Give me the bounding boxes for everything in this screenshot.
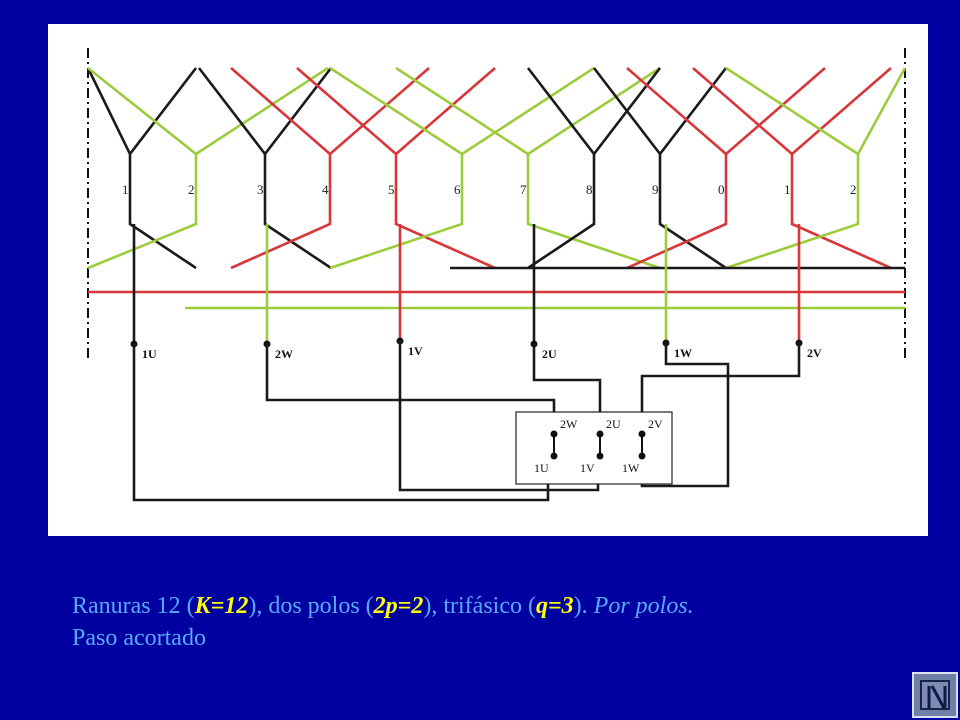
coil-bottom-4 <box>230 206 332 270</box>
box-bottom-label-1U: 1U <box>534 461 549 475</box>
coil-top-b-9 <box>592 67 662 155</box>
coil-bottom-12 <box>725 206 860 270</box>
caption-phases-value: q=3 <box>535 593 574 619</box>
terminal-label-2U: 2U <box>542 347 557 361</box>
diagram-labels: 1U 2W 1V 2U 1W 2V 1 2 3 4 5 6 7 8 9 0 1 2 2W 2U 2V 1U 1V 1W <box>122 182 857 475</box>
terminal-label-1V: 1V <box>408 344 423 358</box>
caption-line-2: Paso acortado <box>72 625 206 651</box>
terminal-label-1U: 1U <box>142 347 157 361</box>
caption-slots-value: K=12 <box>194 593 249 619</box>
slot-label-3: 3 <box>257 182 264 197</box>
box-top-label-2U: 2U <box>606 417 621 431</box>
box-bottom-label-1W: 1W <box>622 461 640 475</box>
caption-text-1: Ranuras 12 ( <box>72 593 195 619</box>
coil-top-b-11 <box>692 67 793 155</box>
coil-top-b-6 <box>461 66 595 156</box>
coil-bottom-2 <box>87 206 198 270</box>
terminal-box-frame <box>515 411 673 485</box>
box-top-label-2V: 2V <box>648 417 663 431</box>
caption-line-1: Ranuras 12 (K=12), dos polos (2p=2), tri… <box>72 590 932 622</box>
coil-bottom-8 <box>527 206 596 270</box>
slot-label-4: 4 <box>322 182 329 197</box>
slide-caption: Ranuras 12 (K=12), dos polos (2p=2), tri… <box>72 590 932 654</box>
caption-text-4: ). <box>573 593 594 619</box>
winding-diagram: 1U 2W 1V 2U 1W 2V 1 2 3 4 5 6 7 8 9 0 1 2 2W 2U 2V 1U 1V 1W <box>48 24 928 536</box>
caption-por-polos: Por polos. <box>593 593 694 619</box>
wire-2U <box>532 344 602 434</box>
slot-label-6: 6 <box>454 182 461 197</box>
coil-bottom-7 <box>526 206 661 270</box>
coil-bottom-9 <box>658 206 727 270</box>
coil-bottom-6 <box>329 206 464 270</box>
terminal-label-2V: 2V <box>807 346 822 360</box>
coil-top-b-4 <box>329 67 430 155</box>
terminal-label-2W: 2W <box>275 347 293 361</box>
coil-top-b-3 <box>197 67 267 155</box>
caption-poles-value: 2p=2 <box>373 593 424 619</box>
slot-label-10: 0 <box>718 182 725 197</box>
coil-top-b-10 <box>725 67 826 155</box>
caption-text-2: ), dos polos ( <box>248 593 374 619</box>
coil-top-1 <box>128 67 198 206</box>
coil-top-11 <box>790 67 892 206</box>
box-top-label-2W: 2W <box>560 417 578 431</box>
coil-top-b-12 <box>856 67 907 155</box>
winding-diagram-svg: 1U 2W 1V 2U 1W 2V 1 2 3 4 5 6 7 8 9 0 1 2 2W 2U 2V 1U 1V 1W <box>86 48 907 502</box>
caption-text-3: ), trifásico ( <box>423 593 536 619</box>
box-bottom-label-1V: 1V <box>580 461 595 475</box>
coil-bottom-1 <box>128 206 197 270</box>
coil-bottom-11 <box>790 206 892 270</box>
coil-bottom-10 <box>626 206 728 270</box>
slot-label-2: 2 <box>188 182 195 197</box>
wire-2V <box>640 343 801 434</box>
coil-top-b-1 <box>86 67 132 155</box>
slot-label-8: 8 <box>586 182 593 197</box>
coil-top-b-2 <box>195 66 329 156</box>
coil-bottom-3 <box>263 206 332 270</box>
skip-end-icon <box>927 685 947 709</box>
slot-label-1: 1 <box>122 182 129 197</box>
slot-label-11: 1 <box>784 182 791 197</box>
last-slide-button[interactable] <box>912 672 958 718</box>
coil-top-b-7 <box>395 66 529 156</box>
slot-label-7: 7 <box>520 182 527 197</box>
terminal-label-1W: 1W <box>674 346 692 360</box>
wire-1U <box>132 344 550 502</box>
slot-label-5: 5 <box>388 182 395 197</box>
coil-top-b-5 <box>296 67 397 155</box>
coil-top-5 <box>394 67 496 206</box>
winding-wires <box>86 48 907 502</box>
terminal-box <box>515 411 673 485</box>
coil-bottom-5 <box>394 206 496 270</box>
slot-label-12: 2 <box>850 182 857 197</box>
slot-label-9: 9 <box>652 182 659 197</box>
